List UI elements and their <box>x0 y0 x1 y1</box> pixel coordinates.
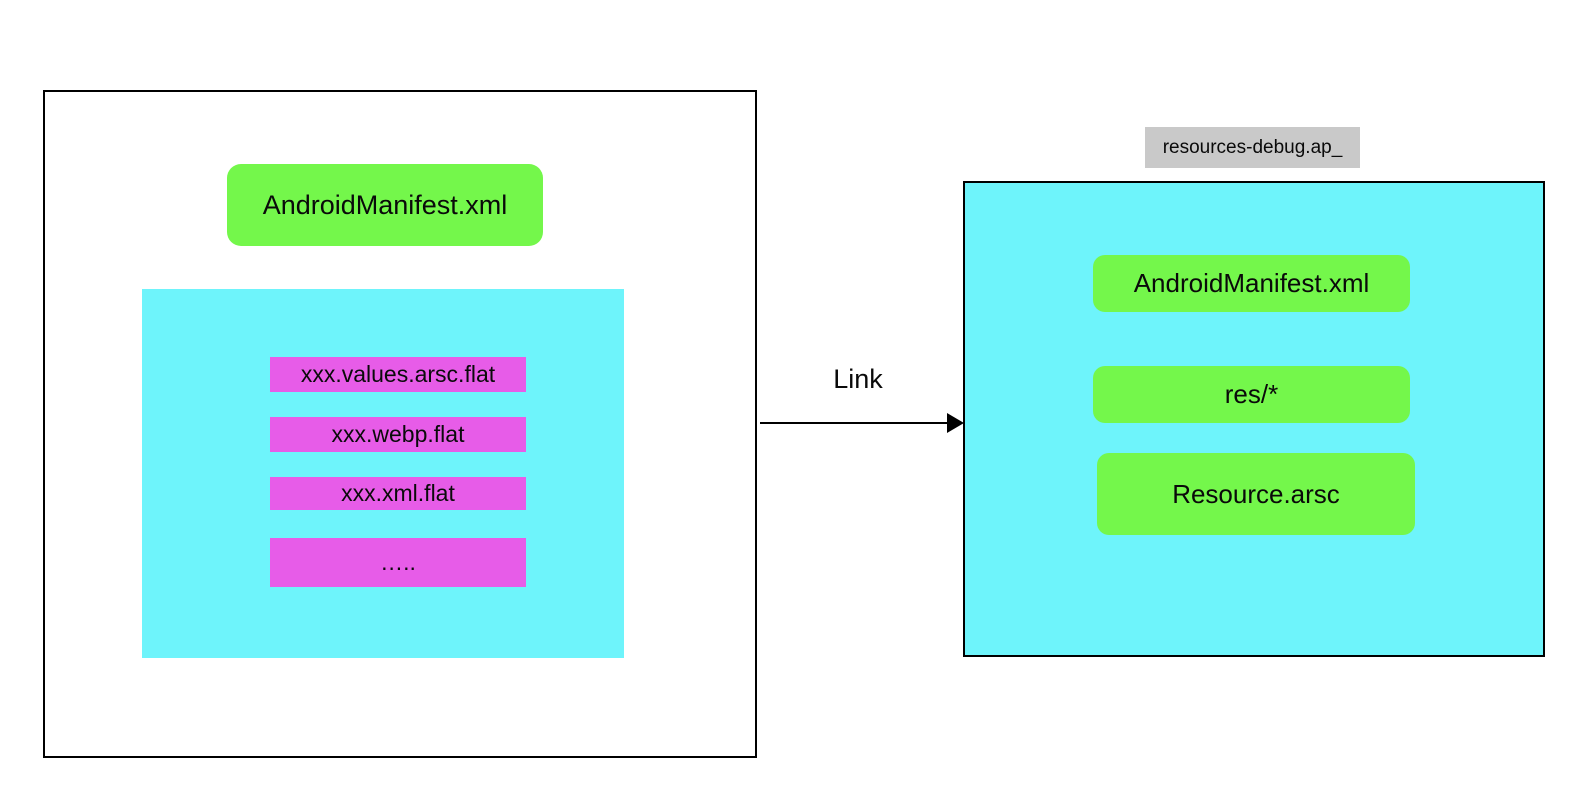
manifest-chip: AndroidManifest.xml <box>227 164 543 246</box>
compiled-resources-box: AndroidManifest.xml xxx.values.arsc.flat… <box>43 90 757 758</box>
flat-file-item: xxx.xml.flat <box>270 477 526 510</box>
flat-file-item-ellipsis: ….. <box>270 538 526 587</box>
flat-file-item: xxx.webp.flat <box>270 417 526 452</box>
link-arrow-label: Link <box>833 364 883 394</box>
link-arrow-line <box>760 422 948 424</box>
flat-files-container: xxx.values.arsc.flat xxx.webp.flat xxx.x… <box>142 289 624 658</box>
archive-item-manifest: AndroidManifest.xml <box>1093 255 1410 312</box>
archive-item-resource-arsc: Resource.arsc <box>1097 453 1415 535</box>
archive-item-res: res/* <box>1093 366 1410 423</box>
link-arrow-head-icon <box>947 413 964 433</box>
flat-file-item: xxx.values.arsc.flat <box>270 357 526 392</box>
archive-caption: resources-debug.ap_ <box>1145 127 1360 168</box>
resources-archive-box: AndroidManifest.xml res/* Resource.arsc <box>963 181 1545 657</box>
